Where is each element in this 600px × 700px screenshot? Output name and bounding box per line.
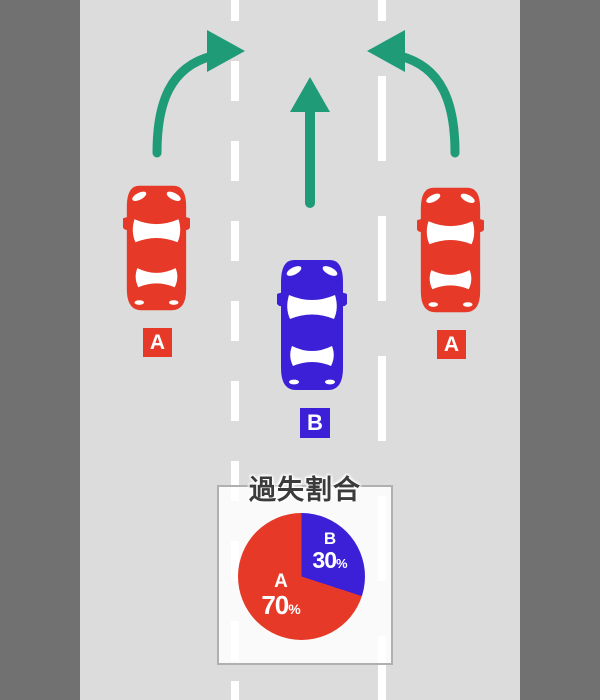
- slice-b-name: B: [323, 529, 337, 548]
- pie-slice-a-label: A 70%: [249, 572, 313, 619]
- road-shoulder-left: [0, 0, 80, 700]
- lane-line-right: [378, 0, 386, 700]
- car-a-left-icon: [123, 181, 190, 315]
- fault-ratio-pie-chart: B 30% A 70%: [238, 513, 365, 640]
- lane-change-arrow-right-icon: [362, 25, 482, 160]
- car-a-right-icon: [417, 183, 484, 317]
- slice-a-unit: %: [288, 600, 301, 617]
- straight-ahead-arrow-icon: [290, 77, 330, 208]
- car-a-left-badge: A: [143, 328, 172, 357]
- slice-b-unit: %: [336, 555, 348, 571]
- slice-a-value: 70: [261, 589, 289, 620]
- pie-slice-b-label: B 30%: [299, 530, 361, 573]
- car-b-icon: [277, 258, 347, 392]
- slice-a-name: A: [274, 571, 288, 592]
- slice-b-value: 30: [312, 546, 337, 573]
- fault-ratio-title: 過失割合: [249, 475, 361, 505]
- lane-line-left: [231, 0, 239, 700]
- road-shoulder-right: [520, 0, 600, 700]
- car-a-right-badge: A: [437, 330, 466, 359]
- car-b-badge: B: [300, 408, 330, 438]
- lane-change-arrow-left-icon: [130, 25, 250, 160]
